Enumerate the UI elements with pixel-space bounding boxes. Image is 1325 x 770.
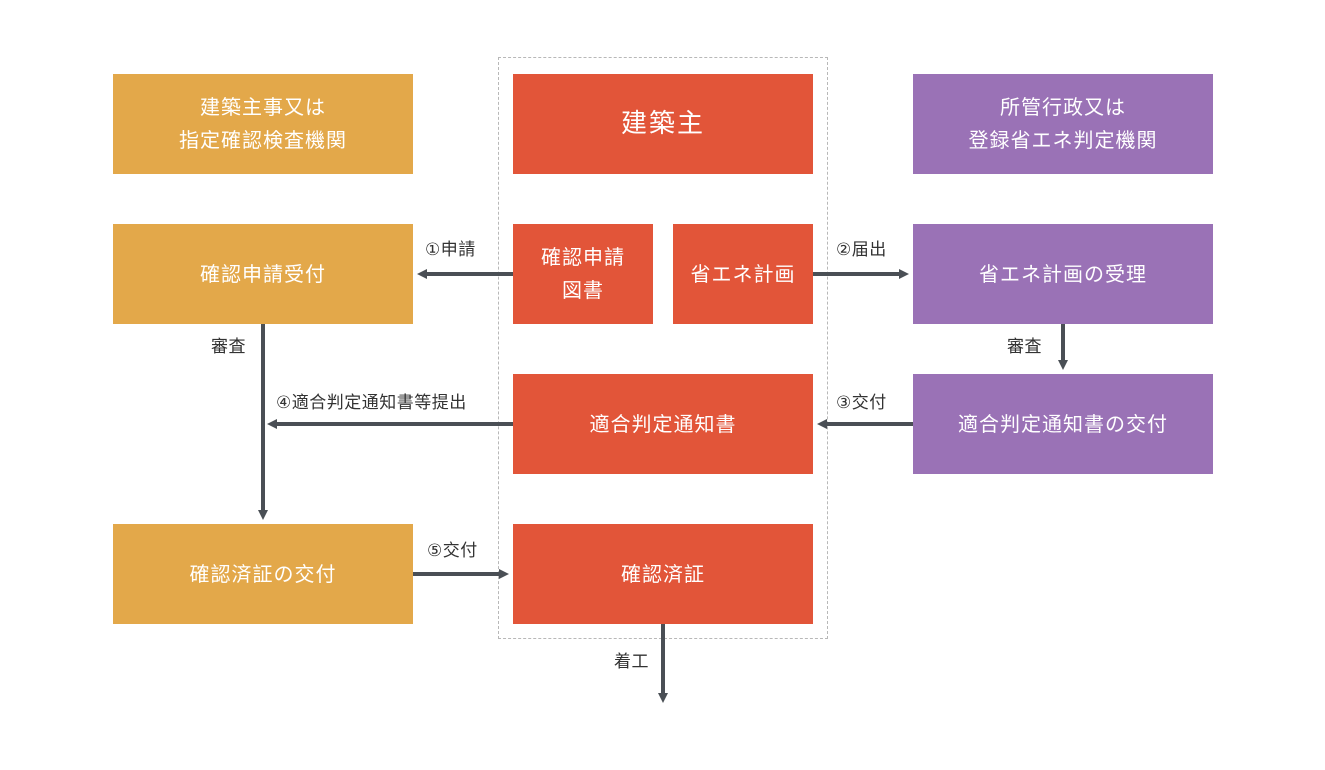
org-left-header: 建築主事又は 指定確認検査機関 — [113, 74, 413, 174]
label-start-construction: 着工 — [614, 652, 649, 672]
label-step1: ①申請 — [425, 240, 476, 260]
confirm-application-receipt-box: 確認申請受付 — [113, 224, 413, 324]
label-step4: ④適合判定通知書等提出 — [276, 393, 467, 413]
confirm-certificate-issue-box: 確認済証の交付 — [113, 524, 413, 624]
label-review-right: 審査 — [1007, 337, 1042, 357]
confirm-certificate-box: 確認済証 — [513, 524, 813, 624]
label-step5: ⑤交付 — [427, 541, 478, 561]
label-step2: ②届出 — [836, 240, 887, 260]
conformity-notice-issue-box: 適合判定通知書の交付 — [913, 374, 1213, 474]
energy-plan-box: 省エネ計画 — [673, 224, 813, 324]
conformity-notice-box: 適合判定通知書 — [513, 374, 813, 474]
org-right-header: 所管行政又は 登録省エネ判定機関 — [913, 74, 1213, 174]
label-step3: ③交付 — [836, 393, 887, 413]
label-review-left: 審査 — [211, 337, 246, 357]
energy-plan-receipt-box: 省エネ計画の受理 — [913, 224, 1213, 324]
owner-header: 建築主 — [513, 74, 813, 174]
confirm-application-docs-box: 確認申請 図書 — [513, 224, 653, 324]
